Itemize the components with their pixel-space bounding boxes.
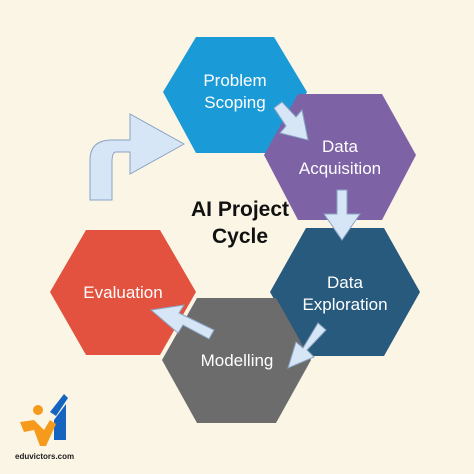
logo-blue-stroke-icon	[50, 394, 68, 416]
hexagon-problem-scoping	[163, 37, 307, 153]
arrow-exploration-to-modelling-icon	[287, 322, 327, 369]
evaluation-line1: Evaluation	[83, 283, 163, 302]
arrow-scoping-to-acquisition-icon	[273, 101, 309, 141]
logo-blue-bar-icon	[54, 404, 66, 440]
label-data-exploration: Data Exploration	[288, 272, 402, 316]
data-exploration-line2: Exploration	[302, 295, 388, 314]
problem-scoping-line2: Scoping	[204, 93, 266, 112]
arrow-modelling-to-evaluation-icon	[149, 304, 215, 340]
label-problem-scoping: Problem Scoping	[180, 70, 290, 114]
data-acquisition-line2: Acquisition	[298, 159, 382, 178]
data-acquisition-line1: Data	[322, 137, 358, 156]
label-evaluation: Evaluation	[68, 282, 178, 304]
hexagon-evaluation	[50, 230, 196, 355]
label-modelling: Modelling	[182, 350, 292, 372]
problem-scoping-line1: Problem	[203, 71, 267, 90]
diagram-title: AI Project Cycle	[150, 196, 330, 250]
data-exploration-line1: Data	[327, 273, 363, 292]
logo-person-head-icon	[33, 405, 43, 415]
site-url: eduvictors.com	[15, 452, 75, 461]
title-line1: AI Project	[190, 198, 290, 221]
hexagon-data-exploration	[270, 228, 420, 356]
start-arrow-icon	[89, 113, 186, 201]
arrow-acquisition-to-exploration-icon	[323, 189, 361, 241]
label-data-acquisition: Data Acquisition	[284, 136, 396, 180]
eduvictors-logo	[20, 394, 68, 446]
modelling-line1: Modelling	[200, 351, 274, 370]
logo-person-body-icon	[20, 420, 56, 446]
title-line2: Cycle	[211, 225, 269, 248]
